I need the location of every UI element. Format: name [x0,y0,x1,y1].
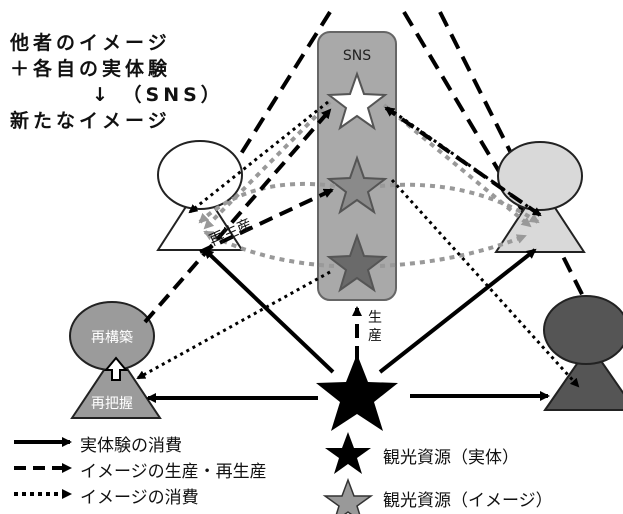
right-top-person [494,141,586,253]
left-bottom-person [69,301,162,419]
left-description-line3: ↓ （SNS） [92,84,224,106]
legend-line-samples [14,437,72,499]
left-description-line1: 他者のイメージ [10,32,171,54]
legend-solid-label: 実体験の消費 [80,436,182,456]
regrasp-label: 再把握 [91,396,133,412]
legend-gray-star-label: 観光資源（イメージ） [383,491,553,511]
sns-label: SNS [343,48,371,64]
left-description: 他者のイメージ ＋各自の実体験 ↓ （SNS） 新たなイメージ [10,30,224,134]
legend-dashed-label: イメージの生産・再生産 [80,462,267,482]
white-star-icon [326,70,388,131]
legend-black-star-icon [325,432,371,474]
dark-gray-star-icon [326,232,388,293]
production-label-1: 生 [368,310,382,326]
hollow-up-arrow-icon [103,356,129,381]
sns-stars [326,70,388,293]
legend-gray-star-icon [322,477,374,514]
left-description-line2: ＋各自の実体験 [10,58,172,80]
left-description-line4: 新たなイメージ [10,110,171,132]
legend-dotted-label: イメージの消費 [80,488,199,508]
reconstruct-label: 再構築 [91,330,133,346]
black-dashed-arrows [143,106,542,360]
solid-arrows [146,248,550,403]
black-star-icon [316,354,398,431]
right-bottom-person [543,295,623,411]
gray-star-icon [326,154,388,215]
production-label-2: 産 [368,328,382,344]
legend-black-star-label: 観光資源（実体） [383,448,519,468]
